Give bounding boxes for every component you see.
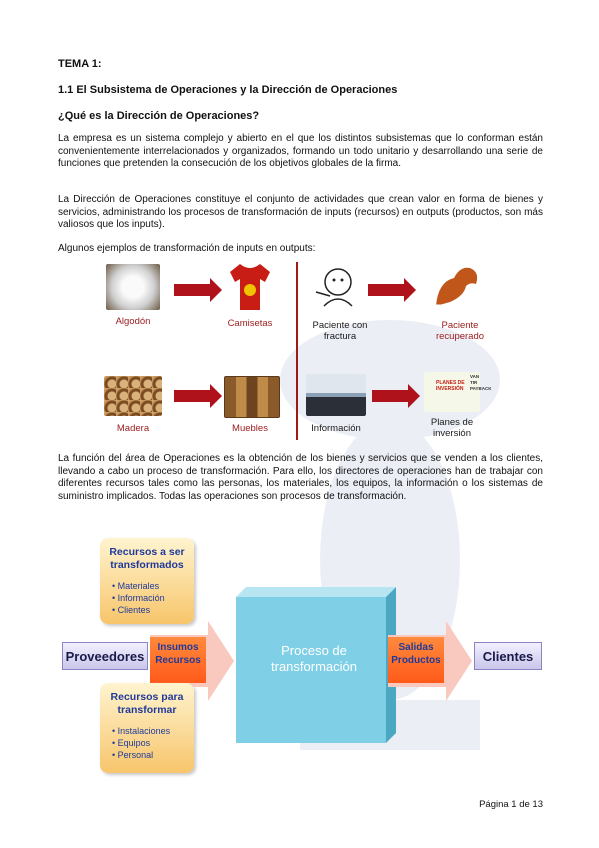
list-item: • Personal <box>112 750 154 760</box>
process-label: Proceso de transformación <box>271 643 357 674</box>
arrow-right-icon <box>368 278 416 302</box>
list-item: • Materiales <box>112 581 160 591</box>
list-item: • Información <box>112 593 165 603</box>
clientes-box: Clientes <box>474 642 542 670</box>
paragraph-3: Algunos ejemplos de transformación de in… <box>58 243 316 254</box>
arrow-right-icon <box>174 278 222 302</box>
caption-planes-inversion: Planes de inversión <box>430 417 474 439</box>
arrow-right-icon <box>174 384 222 408</box>
cotton-image <box>106 264 160 310</box>
injured-patient-icon <box>315 268 353 307</box>
tshirt-icon <box>230 264 270 310</box>
recursos-transformar-box: Recursos para transformar • Instalacione… <box>100 683 194 773</box>
insumos-label: Insumos Recursos <box>155 642 201 666</box>
caption-algodon: Algodón <box>115 316 151 327</box>
caption-muebles: Muebles <box>232 423 268 434</box>
heading-question: ¿Qué es la Dirección de Operaciones? <box>58 110 260 122</box>
recursos-transformar-list: • Instalaciones • Equipos • Personal <box>112 725 170 761</box>
list-item: • Equipos <box>112 738 151 748</box>
proveedores-box: Proveedores <box>62 642 148 670</box>
flexed-arm-icon <box>434 267 478 308</box>
heading-section: 1.1 El Subsistema de Operaciones y la Di… <box>58 84 398 96</box>
arrow-right-icon <box>372 384 420 408</box>
list-item: • Clientes <box>112 605 151 615</box>
investment-plans-image <box>424 372 480 412</box>
recursos-transformados-list: • Materiales • Información • Clientes <box>112 580 165 616</box>
paragraph-1: La empresa es un sistema complejo y abie… <box>58 133 543 169</box>
wood-logs-image <box>104 376 162 416</box>
caption-paciente-recuperado: Paciente recuperado <box>435 320 485 342</box>
page-number: Página 1 de 13 <box>479 799 543 810</box>
caption-madera: Madera <box>116 423 150 434</box>
recursos-transformar-title: Recursos para transformar <box>110 691 184 716</box>
paragraph-2: La Dirección de Operaciones constituye e… <box>58 194 543 230</box>
figure-divider <box>296 262 298 440</box>
recursos-transformados-box: Recursos a ser transformados • Materiale… <box>100 538 194 624</box>
caption-informacion: Información <box>311 423 361 434</box>
salidas-label: Salidas Productos <box>391 642 441 666</box>
heading-tema: TEMA 1: <box>58 58 102 70</box>
investment-image-label: PLANES DE INVERSIÓN <box>436 380 465 392</box>
caption-paciente-fractura: Paciente con fractura <box>312 320 368 342</box>
information-office-image <box>306 374 366 416</box>
furniture-image <box>224 376 280 418</box>
salidas-label-box <box>388 637 444 683</box>
recursos-transformados-title: Recursos a ser transformados <box>109 546 185 571</box>
process-cube-top <box>236 587 396 597</box>
caption-camisetas: Camisetas <box>227 318 273 329</box>
list-item: • Instalaciones <box>112 726 171 736</box>
investment-image-side: VAN TIR PAYBACK <box>470 374 492 391</box>
paragraph-4: La función del área de Operaciones es la… <box>58 453 543 502</box>
insumos-label-box <box>150 637 206 683</box>
process-cube-front <box>236 597 386 743</box>
